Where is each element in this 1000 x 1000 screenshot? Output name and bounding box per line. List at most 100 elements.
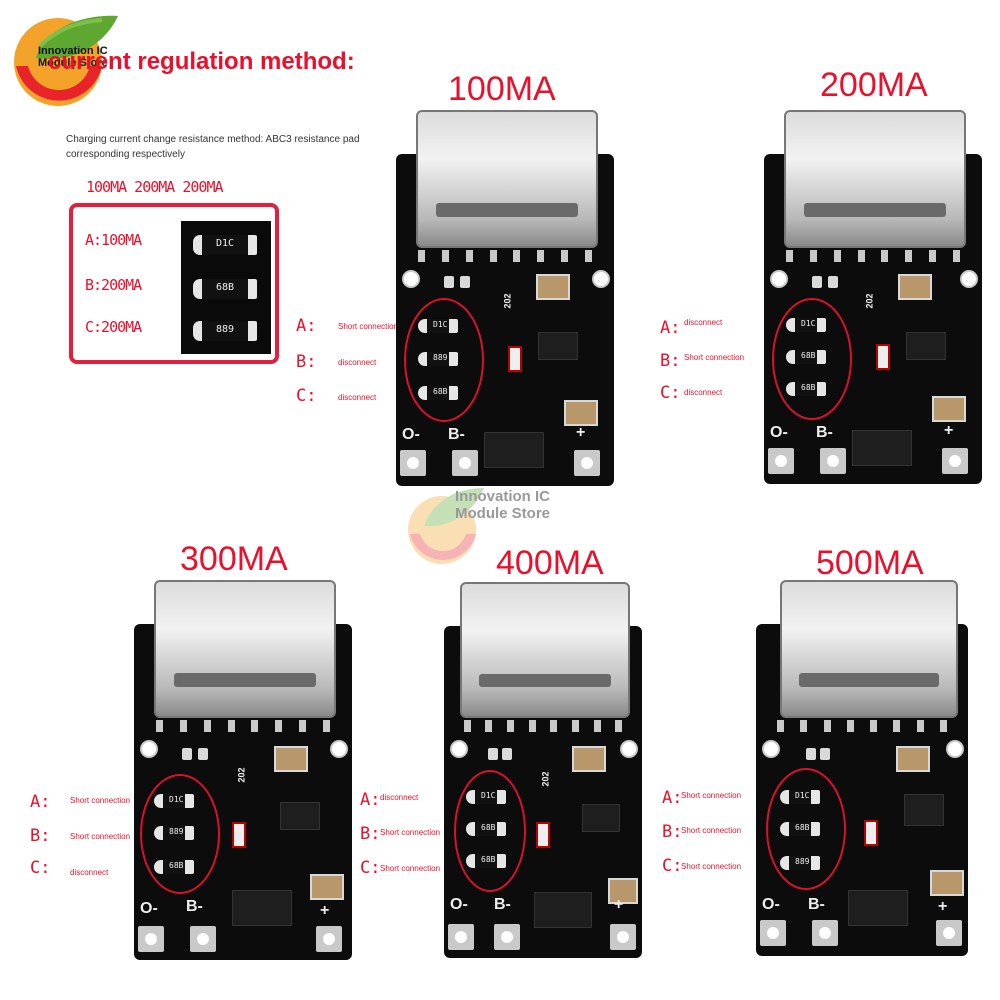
board-400ma: 202 D1C 68B 68B O- B- +: [444, 582, 642, 958]
silk-b-minus: B-: [494, 896, 511, 913]
solder-pad: [936, 920, 962, 946]
b1-c-letter: C:: [296, 386, 317, 406]
highlight-oval: [772, 298, 852, 420]
capacitor: [932, 396, 966, 422]
solder-pad: [942, 448, 968, 474]
title-400ma: 400MA: [496, 544, 604, 582]
ic-chip: [280, 802, 320, 830]
solder-pad: [820, 448, 846, 474]
led: [232, 822, 246, 848]
b4-a-status: disconnect: [380, 793, 419, 802]
key-code-b: 68B: [216, 282, 235, 293]
mount-hole: [450, 740, 468, 758]
ic-chip: [904, 794, 944, 826]
solder-pad: [138, 926, 164, 952]
b1-a-letter: A:: [296, 316, 317, 336]
silk-o-minus: O-: [402, 426, 420, 443]
silk-plus: +: [320, 902, 330, 919]
solder-pad: [768, 448, 794, 474]
page-title: current regulation method:: [48, 48, 355, 75]
b3-b-letter: B:: [30, 826, 51, 846]
mount-hole: [140, 740, 158, 758]
capacitor: [310, 874, 344, 900]
regulator-chip: [484, 432, 544, 468]
b5-b-status: Short connection: [681, 826, 742, 835]
highlight-oval: [454, 770, 526, 892]
regulator-chip: [232, 890, 292, 926]
capacitor: [536, 274, 570, 300]
b3-c-status: disconnect: [70, 868, 109, 877]
solder-pad: [574, 450, 600, 476]
b1-b-letter: B:: [296, 352, 317, 372]
key-resistor-b: 68B: [193, 279, 257, 299]
logo-leaf-icon: [14, 15, 118, 106]
solder-pad: [452, 450, 478, 476]
b5-c-letter: C:: [662, 856, 683, 876]
board-300ma: 202 D1C 889 68B O- B- +: [134, 580, 352, 960]
ic-chip: [538, 332, 578, 360]
solder-pad: [760, 920, 786, 946]
watermark-text: Innovation IC Module Store: [455, 488, 550, 522]
key-code-c: 889: [216, 324, 235, 335]
led: [508, 346, 522, 372]
led: [864, 820, 878, 846]
title-200ma: 200MA: [820, 66, 928, 104]
title-300ma: 300MA: [180, 540, 288, 578]
b4-c-letter: C:: [360, 858, 381, 878]
led: [876, 344, 890, 370]
silk-o-minus: O-: [450, 896, 468, 913]
silk-202: 202: [236, 767, 247, 783]
usb-c-connector: [784, 110, 966, 248]
silk-plus: +: [938, 898, 948, 915]
ic-chip: [906, 332, 946, 360]
highlight-oval: [140, 774, 220, 894]
b2-a-status: disconnect: [684, 318, 723, 327]
watermark-leaf-icon: [408, 488, 484, 564]
watermark-line2: Module Store: [455, 505, 551, 522]
b4-b-status: Short connection: [380, 828, 441, 837]
solder-pad: [400, 450, 426, 476]
silk-202: 202: [864, 293, 875, 309]
b5-a-status: Short connection: [681, 791, 742, 800]
regulator-chip: [852, 430, 912, 466]
highlight-oval: [766, 768, 846, 890]
b3-a-letter: A:: [30, 792, 51, 812]
silk-b-minus: B-: [186, 898, 203, 915]
silk-plus: +: [614, 896, 624, 913]
key-resistor-c: 889: [193, 321, 257, 341]
capacitor: [572, 746, 606, 772]
usb-c-connector: [154, 580, 336, 718]
silk-b-minus: B-: [816, 424, 833, 441]
b2-b-status: Short connection: [684, 353, 745, 362]
watermark-line1: Innovation IC: [455, 488, 550, 505]
usb-c-connector: [780, 580, 958, 718]
silk-o-minus: O-: [770, 424, 788, 441]
silk-o-minus: O-: [762, 896, 780, 913]
b1-a-status: Short connection: [338, 322, 399, 331]
b2-c-letter: C:: [660, 383, 681, 403]
key-a-label: A:100MA: [85, 231, 142, 249]
instruction-text: Charging current change resistance metho…: [66, 134, 360, 160]
silk-202: 202: [502, 293, 513, 309]
mount-hole: [960, 270, 978, 288]
b3-b-status: Short connection: [70, 832, 131, 841]
capacitor: [898, 274, 932, 300]
mount-hole: [330, 740, 348, 758]
key-b-label: B:200MA: [85, 276, 142, 294]
mount-hole: [770, 270, 788, 288]
silk-o-minus: O-: [140, 900, 158, 917]
usb-c-connector: [460, 582, 630, 718]
solder-pad: [190, 926, 216, 952]
key-c-label: C:200MA: [85, 318, 142, 336]
resistor-key-box: A:100MA B:200MA C:200MA D1C 68B 889: [69, 203, 279, 364]
logo-line1: Innovation IC: [38, 45, 108, 57]
b2-c-status: disconnect: [684, 388, 723, 397]
b3-a-status: Short connection: [70, 796, 131, 805]
highlight-oval: [404, 298, 484, 422]
b1-b-status: disconnect: [338, 358, 377, 367]
logo-line2: Module Store: [38, 57, 108, 69]
solder-pad: [610, 924, 636, 950]
b1-c-status: disconnect: [338, 393, 377, 402]
b4-b-letter: B:: [360, 824, 381, 844]
logo-text: Innovation IC Module Store: [38, 45, 108, 69]
